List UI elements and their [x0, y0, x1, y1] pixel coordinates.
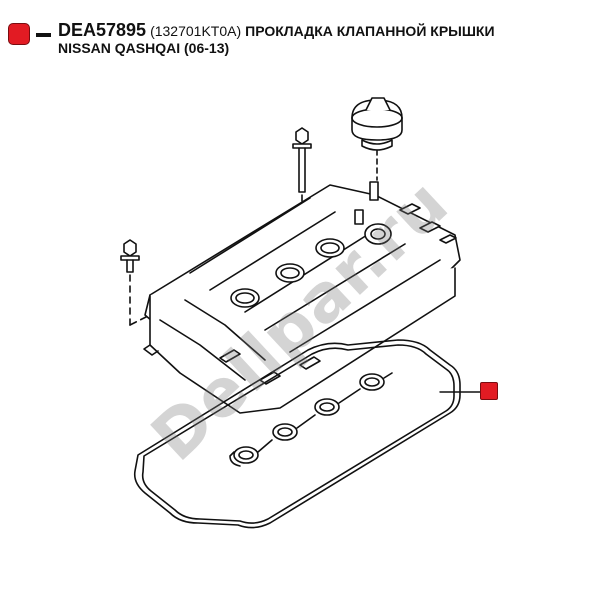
valve-cover-icon — [143, 181, 461, 414]
part-number: DEA57895 — [58, 20, 147, 40]
oil-cap-icon — [351, 97, 403, 181]
part-marker-icon — [8, 23, 30, 45]
dash-icon — [36, 33, 51, 37]
plug-seal-icon — [229, 372, 393, 467]
bolt-left-icon — [120, 239, 140, 326]
part-description: ПРОКЛАДКА КЛАПАННОЙ КРЫШКИ — [245, 23, 495, 39]
vehicle-model: NISSAN QASHQAI (06-13) — [58, 40, 230, 56]
oem-reference: (132701KT0A) — [150, 23, 242, 39]
valve-cover-gasket-icon — [133, 339, 461, 529]
part-callout-marker — [480, 382, 498, 400]
title-line: DEA57895(132701KT0A)ПРОКЛАДКА КЛАПАННОЙ … — [58, 20, 495, 41]
